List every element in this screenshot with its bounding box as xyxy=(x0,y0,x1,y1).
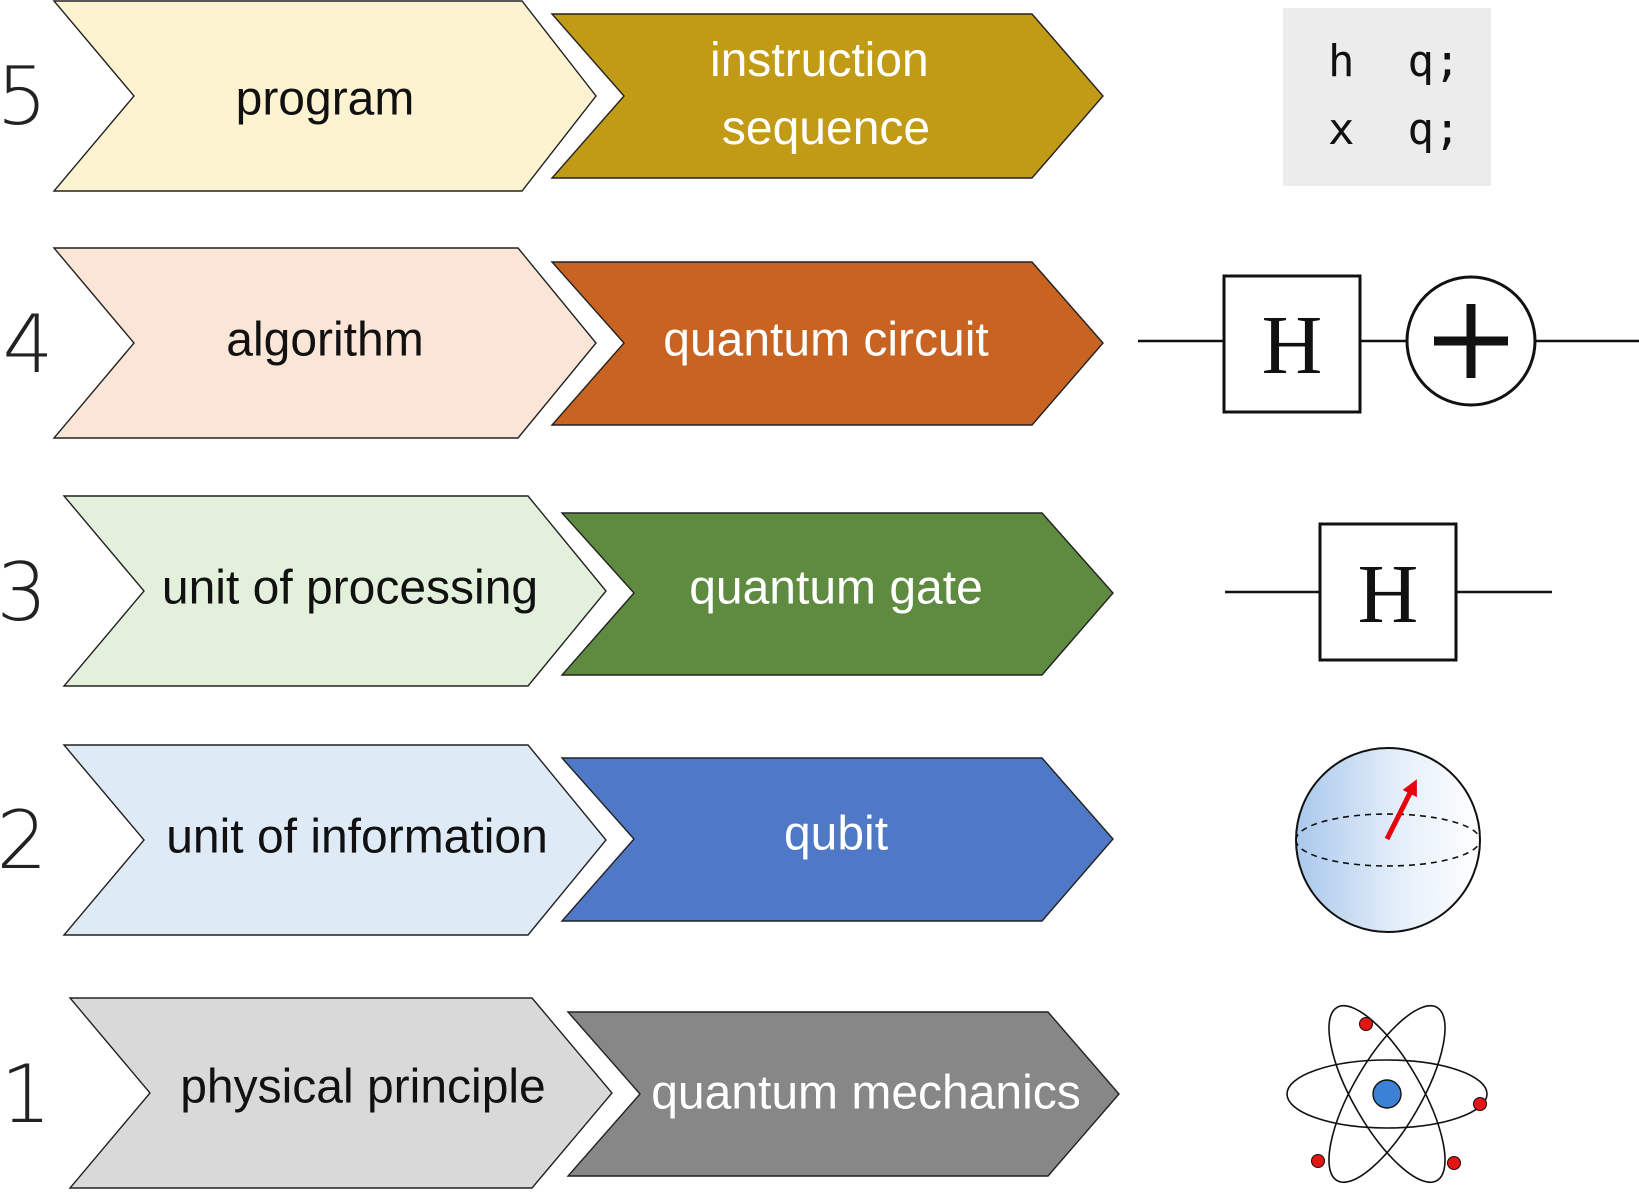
quantum-label-line-1: instruction xyxy=(710,34,929,87)
concept-label: unit of processing xyxy=(162,562,538,615)
chevron-shape xyxy=(550,261,1104,426)
code-snippet-icon: h q; x q; xyxy=(1283,8,1491,186)
quantum-label: qubit xyxy=(784,808,888,861)
concept-chevron: algorithm xyxy=(52,247,597,439)
concept-label: physical principle xyxy=(180,1061,546,1114)
concept-chevron: program xyxy=(52,0,597,192)
level-4-row: 4 algorithm quantum circuit H xyxy=(3,247,1639,439)
level-3-row: 3 unit of processing quantum gate H xyxy=(0,495,1552,687)
gate-label: H xyxy=(1262,299,1323,392)
concept-chevron: unit of processing xyxy=(62,495,607,687)
concept-label: program xyxy=(236,73,415,126)
electron xyxy=(1447,1156,1461,1170)
gate-label: H xyxy=(1358,548,1419,641)
quantum-label: quantum gate xyxy=(689,562,983,615)
chevron-shape xyxy=(52,0,597,192)
level-number: 1 xyxy=(1,1048,52,1141)
chevron-shape xyxy=(68,997,613,1189)
quantum-chevron: quantum circuit xyxy=(550,261,1104,426)
hadamard-gate-icon: H xyxy=(1225,522,1552,662)
atom-icon xyxy=(1286,1004,1488,1184)
code-line-1: h q; xyxy=(1328,36,1460,87)
concept-label: unit of information xyxy=(166,811,548,864)
equator-front xyxy=(1295,839,1481,867)
hadamard-gate-box xyxy=(1318,522,1458,662)
quantum-label: instruction sequence xyxy=(710,34,942,155)
quantum-chevron: instruction sequence xyxy=(550,13,1104,179)
concept-chevron: physical principle xyxy=(68,997,613,1189)
concept-chevron: unit of information xyxy=(62,744,607,936)
quantum-label: quantum circuit xyxy=(663,314,988,367)
quantum-label-line-2: sequence xyxy=(722,102,930,155)
bloch-sphere-icon xyxy=(1295,747,1481,933)
state-vector-arrow xyxy=(1384,779,1417,841)
chevron-shape xyxy=(566,1011,1120,1177)
level-number: 3 xyxy=(0,546,47,639)
level-1-row: 1 physical principle quantum mechanics xyxy=(1,997,1488,1189)
quantum-circuit-icon: H xyxy=(1138,274,1639,414)
hadamard-gate-box xyxy=(1222,274,1362,414)
chevron-shape xyxy=(560,757,1114,922)
chevron-shape xyxy=(550,13,1104,179)
nucleus xyxy=(1372,1079,1402,1109)
quantum-chevron: quantum gate xyxy=(560,512,1114,676)
electron xyxy=(1473,1097,1487,1111)
level-number: 4 xyxy=(3,298,54,391)
code-line-2: x q; xyxy=(1328,104,1460,155)
quantum-chevron: qubit xyxy=(560,757,1114,922)
sphere-body xyxy=(1295,747,1481,933)
chevron-shape xyxy=(62,744,607,936)
quantum-chevron: quantum mechanics xyxy=(566,1011,1120,1177)
electron-orbit xyxy=(1286,1059,1488,1129)
level-2-row: 2 unit of information qubit xyxy=(0,744,1481,936)
electron-orbit xyxy=(1328,1004,1446,1184)
code-background xyxy=(1283,8,1491,186)
chevron-shape xyxy=(52,247,597,439)
electron-orbit xyxy=(1328,1004,1446,1184)
level-number: 5 xyxy=(0,50,47,143)
quantum-label: quantum mechanics xyxy=(651,1067,1081,1120)
level-5-row: 5 program instruction sequence h q; x q; xyxy=(0,0,1491,192)
concept-label: algorithm xyxy=(226,314,423,367)
electron xyxy=(1359,1017,1373,1031)
electron xyxy=(1311,1154,1325,1168)
chevron-shape xyxy=(62,495,607,687)
level-number: 2 xyxy=(0,794,47,887)
chevron-shape xyxy=(560,512,1114,676)
equator-back xyxy=(1295,813,1481,841)
